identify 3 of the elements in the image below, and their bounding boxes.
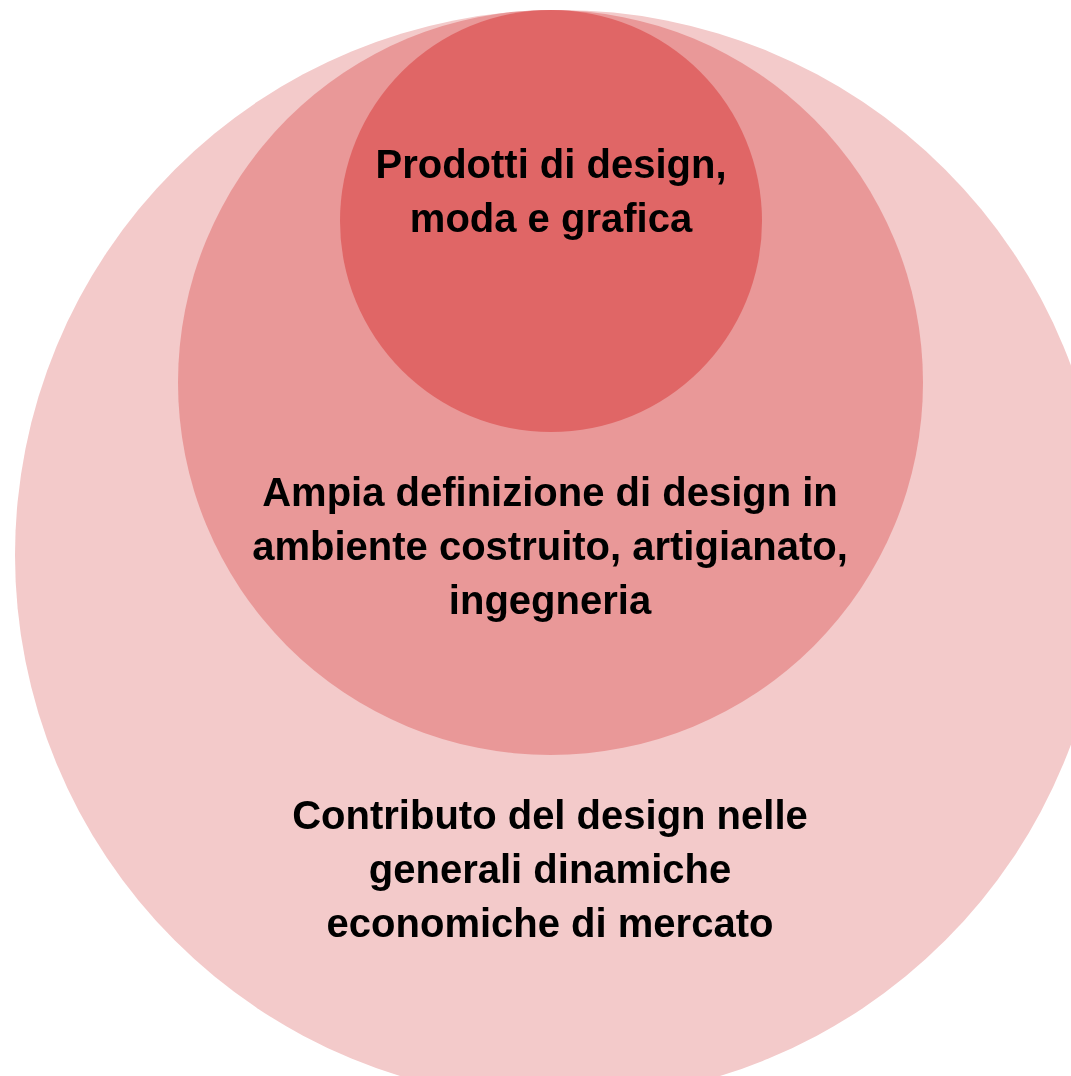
circle-label: Contributo del design nelle generali dinamiche economiche di mercato <box>291 792 809 947</box>
circle-label: Ampia definizione di design in ambiente costruito, artigianato, ingegneria <box>251 469 849 624</box>
circle-label: Prodotti di design, moda e grafica <box>374 141 728 242</box>
